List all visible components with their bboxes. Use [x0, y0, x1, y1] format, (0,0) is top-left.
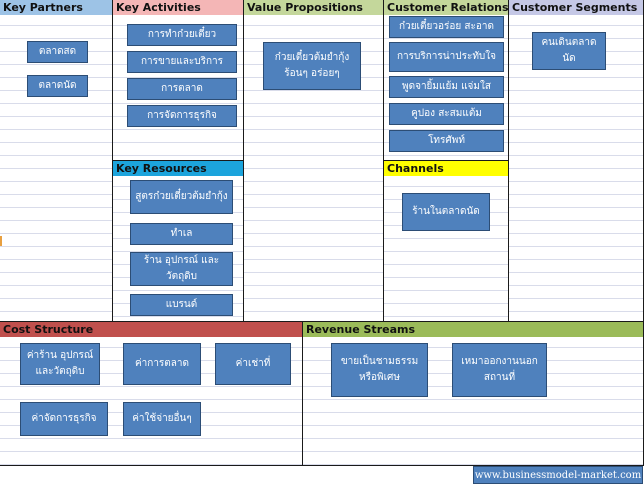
key-partners-header: Key Partners — [0, 0, 112, 15]
cost-item: ค่าใช้จ่ายอื่นๆ — [123, 402, 201, 436]
key-resources-section: Key Resources สูตรก๋วยเตี๋ยวต้มยำกุ้ง ทำ… — [113, 161, 244, 322]
key-activity-item: การจัดการธุรกิจ — [127, 105, 237, 127]
revenue-item: เหมาออกงานนอกสถานที่ — [452, 343, 547, 397]
revenue-streams-section: Revenue Streams ขายเป็นชามธรรมหรือพิเศษ … — [303, 322, 644, 466]
cost-structure-header: Cost Structure — [0, 322, 302, 337]
customer-relationship-item: การบริการน่าประทับใจ — [389, 42, 504, 72]
customer-segment-item: คนเดินตลาดนัด — [532, 32, 606, 70]
edge-marker — [0, 236, 2, 246]
customer-relationship-item: ก๋วยเตี๋ยวอร่อย สะอาด — [389, 16, 504, 38]
channel-item: ร้านในตลาดนัด — [402, 193, 490, 231]
cost-item: ค่าเช่าที่ — [215, 343, 291, 385]
key-activities-header: Key Activities — [113, 0, 243, 15]
key-resource-item: สูตรก๋วยเตี๋ยวต้มยำกุ้ง — [130, 180, 233, 214]
customer-relationship-item: โทรศัพท์ — [389, 130, 504, 152]
cost-structure-section: Cost Structure ค่าร้าน อุปกรณ์ และวัตถุด… — [0, 322, 303, 466]
key-resource-item: ร้าน อุปกรณ์ และวัตถุดิบ — [130, 252, 233, 286]
cost-item: ค่าร้าน อุปกรณ์ และวัตถุดิบ — [20, 343, 100, 385]
footer-url: www.businessmodel-market.com — [473, 466, 643, 484]
key-activities-section: Key Activities การทำก๋วยเตี๋ยว การขายและ… — [113, 0, 244, 161]
value-proposition-item: ก๋วยเตี๋ยวต้มยำกุ้ง ร้อนๆ อร่อยๆ — [263, 42, 361, 90]
key-partner-item: ตลาดสด — [27, 41, 88, 63]
customer-relationship-item: พูดจายิ้มแย้ม แจ่มใส — [389, 76, 504, 98]
key-resource-item: ทำเล — [130, 223, 233, 245]
key-partner-item: ตลาดนัด — [27, 75, 88, 97]
key-partners-section: Key Partners ตลาดสด ตลาดนัด — [0, 0, 113, 322]
revenue-item: ขายเป็นชามธรรมหรือพิเศษ — [331, 343, 428, 397]
channels-header: Channels — [384, 161, 508, 176]
key-activity-item: การทำก๋วยเตี๋ยว — [127, 24, 237, 46]
value-propositions-header: Value Propositions — [244, 0, 383, 15]
cost-item: ค่าการตลาด — [123, 343, 201, 385]
customer-relationship-item: คูปอง สะสมแต้ม — [389, 103, 504, 125]
key-activity-item: การขายและบริการ — [127, 51, 237, 73]
cost-item: ค่าจัดการธุรกิจ — [20, 402, 108, 436]
key-activity-item: การตลาด — [127, 78, 237, 100]
channels-section: Channels ร้านในตลาดนัด — [384, 161, 509, 322]
revenue-streams-header: Revenue Streams — [303, 322, 643, 337]
customer-relationships-section: Customer Relationship ก๋วยเตี๋ยวอร่อย สะ… — [384, 0, 509, 161]
key-resources-header: Key Resources — [113, 161, 243, 176]
value-propositions-section: Value Propositions ก๋วยเตี๋ยวต้มยำกุ้ง ร… — [244, 0, 384, 322]
customer-segments-section: Customer Segments คนเดินตลาดนัด — [509, 0, 644, 322]
customer-segments-header: Customer Segments — [509, 0, 643, 15]
key-resource-item: แบรนด์ — [130, 294, 233, 316]
customer-relationships-header: Customer Relationship — [384, 0, 508, 15]
